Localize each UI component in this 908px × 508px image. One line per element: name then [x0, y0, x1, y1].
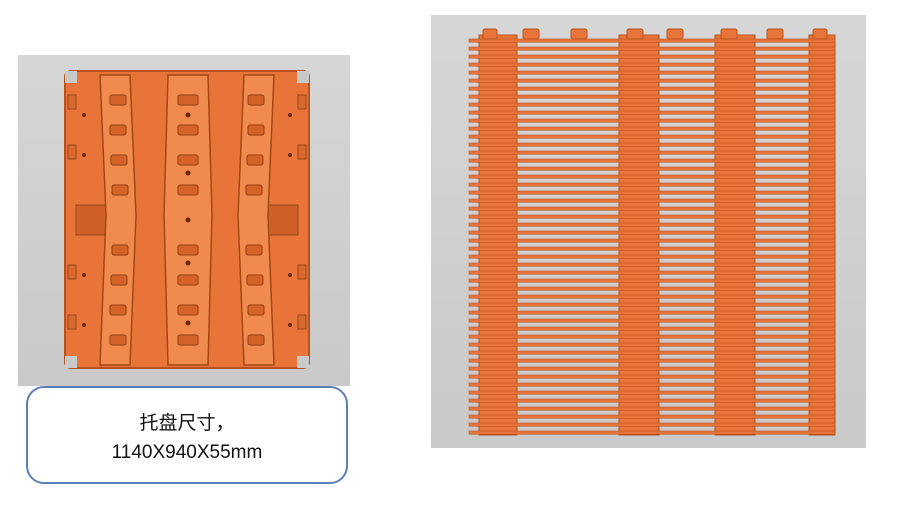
stack-slat	[468, 326, 836, 331]
stack-slat	[468, 102, 836, 107]
stack-slat	[468, 134, 836, 139]
stack-slat	[468, 94, 836, 99]
stack-tab	[570, 28, 588, 40]
pallet-dimensions: 1140X940X55mm	[111, 442, 263, 463]
stack-slat	[468, 126, 836, 131]
stack-slat	[468, 166, 836, 171]
stack-slat	[468, 414, 836, 419]
caption-title: 托盘尺寸，	[139, 412, 235, 434]
stack-slat	[468, 110, 836, 115]
stack-slat	[468, 406, 836, 411]
stack-slat	[468, 294, 836, 299]
stack-slat	[468, 366, 836, 371]
stack-tab	[720, 28, 738, 40]
stack-slat	[468, 342, 836, 347]
stack-slat	[468, 198, 836, 203]
stack-tab	[626, 28, 644, 40]
stack-slat	[468, 270, 836, 275]
stack-slat	[468, 302, 836, 307]
stack-slat	[468, 54, 836, 59]
stack-slat	[468, 206, 836, 211]
stack-slat	[468, 174, 836, 179]
stack-slat	[468, 286, 836, 291]
stack-slat	[468, 62, 836, 67]
stack-slat	[468, 70, 836, 75]
stack-tab	[482, 28, 498, 40]
stack-slat	[468, 398, 836, 403]
stack-tab	[766, 28, 784, 40]
stack-tab	[522, 28, 540, 40]
stack-slat	[468, 334, 836, 339]
stack-slat	[468, 310, 836, 315]
stack-slat	[468, 38, 836, 43]
stack-slat	[468, 358, 836, 363]
stack-slat	[468, 254, 836, 259]
stack-slat	[468, 86, 836, 91]
stacked-pallets-image	[431, 15, 866, 448]
stack-slat	[468, 318, 836, 323]
stack-slat	[468, 246, 836, 251]
stack-slat	[468, 374, 836, 379]
pallet-top-view-image	[18, 55, 350, 386]
stack-slat	[468, 190, 836, 195]
stack-slat	[468, 46, 836, 51]
stack-slat	[468, 382, 836, 387]
stack-slat	[468, 118, 836, 123]
stack-slat	[468, 390, 836, 395]
stack-slat	[468, 350, 836, 355]
stack-slat	[468, 214, 836, 219]
stack-slat	[468, 230, 836, 235]
pallet-runner	[99, 74, 275, 366]
stack-slat	[468, 222, 836, 227]
stack-slat	[468, 142, 836, 147]
stack-slat	[468, 150, 836, 155]
stack-slat	[468, 430, 836, 435]
stack-slat	[468, 422, 836, 427]
stack-slat	[468, 182, 836, 187]
stack-slat	[468, 238, 836, 243]
stack-slat	[468, 78, 836, 83]
stack-slat	[468, 262, 836, 267]
stack-slat	[468, 158, 836, 163]
stack-tab	[812, 28, 828, 40]
stack-slat	[468, 278, 836, 283]
dimensions-caption-box: 托盘尺寸， 1140X940X55mm	[26, 386, 348, 484]
stack-tab	[666, 28, 684, 40]
